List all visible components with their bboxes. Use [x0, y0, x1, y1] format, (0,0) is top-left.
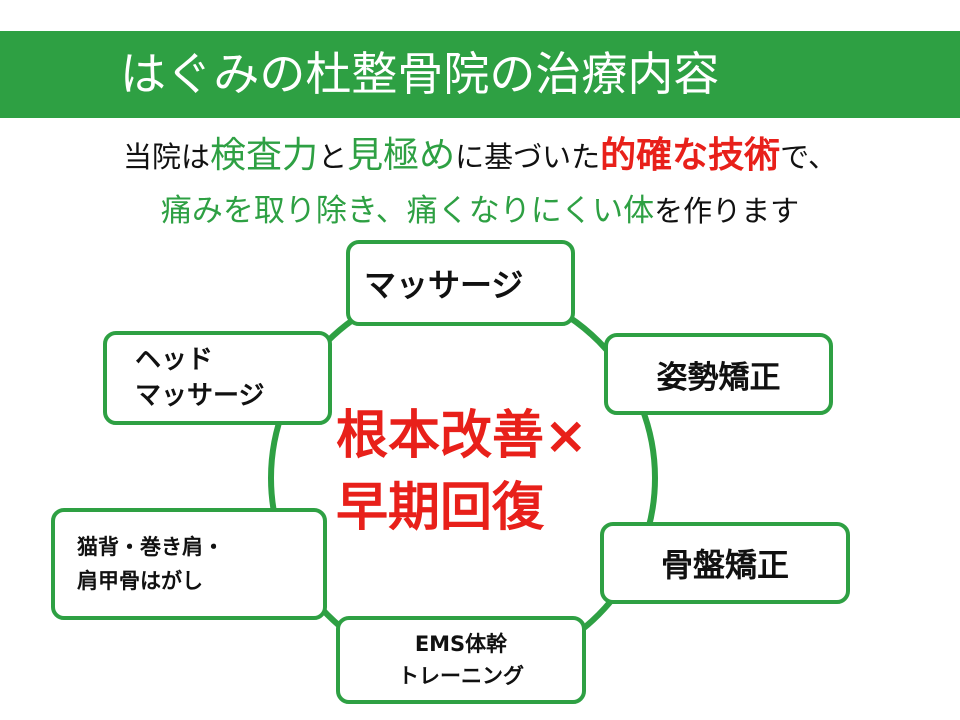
subtitle-1-part-7: で、: [780, 140, 837, 174]
title-bar: [0, 31, 960, 118]
center-label-line-1: 根本改善×: [336, 406, 588, 466]
subtitle-2-part-2: を作ります: [654, 194, 800, 228]
subtitle-line-1: 当院は検査力と見極めに基づいた的確な技術で、: [0, 128, 960, 185]
node-cat-label: 猫背・巻き肩・ 肩甲骨はがし: [77, 535, 224, 593]
subtitle-1-part-5: に基づいた: [455, 140, 601, 174]
node-pelvis-label: 骨盤矯正: [660, 546, 789, 584]
node-ems-label: EMS体幹 トレーニング: [398, 632, 524, 688]
center-label: 根本改善× 早期回復: [336, 400, 588, 544]
subtitle-1-part-6: 的確な技術: [600, 135, 781, 176]
subtitle-2-part-1: 痛みを取り除き、痛くなりにくい体: [160, 193, 655, 229]
node-ems-training: EMS体幹 トレーニング: [336, 616, 586, 704]
subtitle-line-2: 痛みを取り除き、痛くなりにくい体を作ります: [0, 186, 960, 236]
subtitle-1-part-4: 見極め: [347, 135, 456, 176]
subtitle-1-part-2: 検査力: [210, 135, 319, 176]
node-posture-shoulder-release: 猫背・巻き肩・ 肩甲骨はがし: [51, 508, 327, 620]
node-head-label: ヘッド マッサージ: [135, 345, 265, 411]
center-label-line-2: 早期回復: [336, 478, 545, 538]
node-posture-correction: 姿勢矯正: [604, 333, 833, 415]
subtitle-1-part-3: と: [318, 140, 348, 174]
page-title: はぐみの杜整骨院の治療内容: [120, 47, 720, 101]
subtitle-1-part-1: 当院は: [123, 140, 211, 174]
node-massage: マッサージ: [346, 240, 575, 326]
node-massage-label: マッサージ: [364, 266, 524, 304]
node-posture-label: 姿勢矯正: [656, 359, 781, 396]
node-pelvis-correction: 骨盤矯正: [600, 522, 850, 604]
node-head-massage: ヘッド マッサージ: [103, 331, 332, 425]
